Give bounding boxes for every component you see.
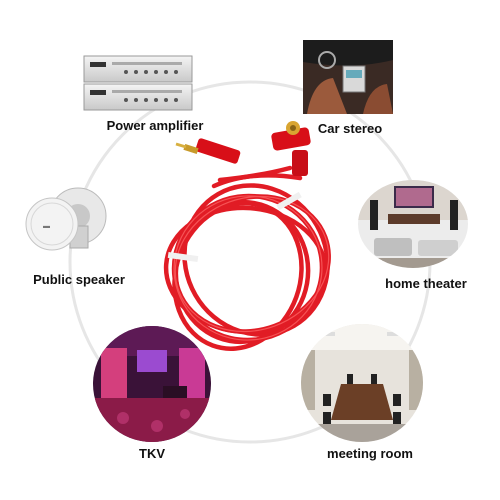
amplifier-icon bbox=[83, 55, 193, 111]
label-meeting-room: meeting room bbox=[327, 446, 413, 461]
label-home-theater: home theater bbox=[385, 276, 467, 291]
label-car-stereo: Car stereo bbox=[317, 121, 383, 136]
rca-plug-right-angle bbox=[271, 121, 311, 176]
home-theater-photo bbox=[358, 180, 468, 268]
svg-text:▬: ▬ bbox=[43, 223, 50, 230]
tkv-photo bbox=[93, 326, 211, 442]
living-room-icon bbox=[358, 180, 468, 268]
rca-plug-straight bbox=[175, 138, 241, 164]
label-tkv: TKV bbox=[139, 446, 165, 461]
label-public-speaker: Public speaker bbox=[33, 272, 125, 287]
label-power-amplifier: Power amplifier bbox=[106, 118, 204, 133]
car-interior-icon bbox=[303, 40, 393, 114]
karaoke-room-icon bbox=[93, 326, 211, 442]
ceiling-speaker-icon: ▬ bbox=[25, 187, 107, 251]
